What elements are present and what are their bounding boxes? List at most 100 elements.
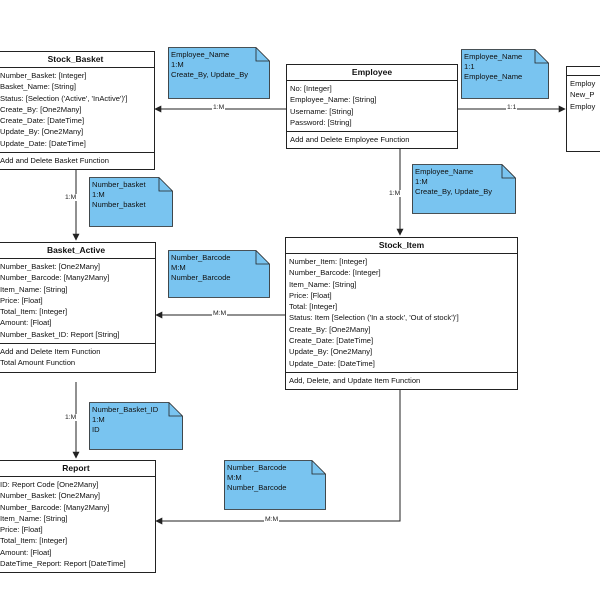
note-stockbasket-basketactive: Number_basket 1:M Number_basket bbox=[89, 177, 173, 227]
class-attributes: Number_Basket: [One2Many] Number_Barcode… bbox=[0, 259, 155, 345]
attribute: Price: [Float] bbox=[0, 525, 43, 535]
note-shape bbox=[412, 164, 516, 214]
edge-label-basketactive-report: 1:M bbox=[64, 414, 78, 421]
class-title: Basket_Active bbox=[0, 243, 155, 259]
note-line: Number_Barcode bbox=[227, 463, 287, 472]
attribute: Price: [Float] bbox=[289, 290, 332, 300]
note-shape bbox=[89, 402, 183, 450]
attribute: Employ bbox=[570, 79, 596, 88]
note-stockitem-basketactive: Number_Barcode M:M Number_Barcode bbox=[168, 250, 270, 298]
attribute: Number_Item: [Integer] bbox=[289, 257, 368, 266]
note-line: 1:1 bbox=[464, 62, 475, 71]
attribute: ID: Report Code [One2Many] bbox=[0, 480, 99, 489]
attribute: Update_By: [One2Many] bbox=[0, 127, 84, 137]
attribute: Create_By: [One2Many] bbox=[0, 104, 82, 114]
note-line: Employee_Name bbox=[415, 167, 474, 176]
note-shape bbox=[461, 49, 549, 99]
edge-label-stockitem-basketactive: M:M bbox=[212, 310, 228, 317]
note-line: Number_Basket_ID bbox=[92, 405, 159, 414]
attribute: Number_Barcode: [Integer] bbox=[289, 268, 381, 278]
edge-label-stockbasket-basketactive: 1:M bbox=[64, 194, 78, 201]
note-line: Employee_Name bbox=[171, 50, 230, 59]
attribute: Create_Date: [DateTime] bbox=[289, 336, 374, 346]
class-attributes: Employ New_P Employ bbox=[567, 76, 600, 114]
note-basketactive-report: Number_Basket_ID 1:M ID bbox=[89, 402, 183, 450]
class-title: Stock_Item bbox=[286, 238, 517, 254]
note-line: Create_By, Update_By bbox=[171, 70, 249, 79]
attribute: Amount: [Float] bbox=[0, 547, 52, 557]
attribute: Update_Date: [DateTime] bbox=[0, 138, 86, 148]
operation: Total Amount Function bbox=[0, 358, 76, 368]
operation: Add and Delete Basket Function bbox=[0, 156, 109, 166]
attribute: Basket_Name: [String] bbox=[0, 82, 76, 92]
class-operations: Add and Delete Item Function Total Amoun… bbox=[0, 344, 155, 372]
class-partial-right: Employ New_P Employ bbox=[566, 66, 600, 152]
note-shape bbox=[168, 250, 270, 298]
attribute: No: [Integer] bbox=[290, 84, 332, 93]
class-operations: Add and Delete Basket Function bbox=[0, 153, 154, 169]
attribute: Total: [Integer] bbox=[289, 302, 338, 312]
attribute: Employee_Name: [String] bbox=[290, 95, 377, 105]
class-employee: Employee No: [Integer] Employee_Name: [S… bbox=[286, 64, 458, 150]
edge-stockitem-report bbox=[155, 389, 401, 525]
edge-label-employee-stockbasket: 1:M bbox=[212, 104, 226, 111]
attribute: Status: [Selection ('Active', 'InActive'… bbox=[0, 93, 128, 103]
operation: Add and Delete Item Function bbox=[0, 347, 101, 357]
attribute: Number_Basket: [Integer] bbox=[0, 71, 87, 80]
note-line: Number_Barcode bbox=[171, 253, 231, 262]
note-line: Employee_Name bbox=[464, 72, 523, 81]
note-line: Number_Barcode bbox=[227, 483, 287, 492]
attribute: Status: Item [Selection ('In a stock', '… bbox=[289, 313, 459, 323]
attribute: Number_Barcode: [Many2Many] bbox=[0, 502, 110, 512]
note-line: M:M bbox=[227, 473, 242, 482]
class-operations: Add, Delete, and Update Item Function bbox=[286, 373, 517, 389]
attribute: Number_Basket_ID: Report [String] bbox=[0, 329, 120, 339]
attribute: Password: [String] bbox=[290, 117, 352, 127]
note-employee-right: Employee_Name 1:1 Employee_Name bbox=[461, 49, 549, 99]
attribute: Item_Name: [String] bbox=[289, 279, 357, 289]
class-attributes: Number_Basket: [Integer] Basket_Name: [S… bbox=[0, 68, 154, 154]
note-shape bbox=[89, 177, 173, 227]
edge-label-employee-stockitem: 1:M bbox=[388, 190, 402, 197]
note-shape bbox=[224, 460, 326, 510]
note-line: ID bbox=[92, 425, 100, 434]
class-report: Report ID: Report Code [One2Many] Number… bbox=[0, 460, 156, 574]
note-line: Create_By, Update_By bbox=[415, 187, 493, 196]
class-attributes: No: [Integer] Employee_Name: [String] Us… bbox=[287, 81, 457, 133]
class-title: Report bbox=[0, 461, 155, 477]
attribute: Number_Basket: [One2Many] bbox=[0, 262, 101, 271]
class-title: Stock_Basket bbox=[0, 52, 154, 68]
attribute: Total_Item: [Integer] bbox=[0, 307, 68, 317]
attribute: Number_Barcode: [Many2Many] bbox=[0, 273, 110, 283]
note-line: 1:M bbox=[92, 190, 105, 199]
class-stock-basket: Stock_Basket Number_Basket: [Integer] Ba… bbox=[0, 51, 155, 171]
note-line: M:M bbox=[171, 263, 186, 272]
attribute: DateTime_Report: Report [DateTime] bbox=[0, 559, 126, 569]
attribute: Amount: [Float] bbox=[0, 318, 52, 328]
operation: Add, Delete, and Update Item Function bbox=[289, 375, 421, 385]
attribute: Item_Name: [String] bbox=[0, 284, 68, 294]
note-line: Number_basket bbox=[92, 200, 146, 209]
attribute: New_P bbox=[570, 90, 595, 100]
note-line: Number_basket bbox=[92, 180, 146, 189]
attribute: Price: [Float] bbox=[0, 295, 43, 305]
class-attributes: Number_Item: [Integer] Number_Barcode: [… bbox=[286, 254, 517, 373]
note-shape bbox=[168, 47, 270, 99]
attribute: Create_Date: [DateTime] bbox=[0, 116, 85, 126]
note-employee-stockitem: Employee_Name 1:M Create_By, Update_By bbox=[412, 164, 516, 214]
note-employee-stockbasket: Employee_Name 1:M Create_By, Update_By bbox=[168, 47, 270, 99]
class-basket-active: Basket_Active Number_Basket: [One2Many] … bbox=[0, 242, 156, 373]
operation: Add and Delete Employee Function bbox=[290, 135, 410, 145]
note-line: 1:M bbox=[171, 60, 184, 69]
attribute: Update_Date: [DateTime] bbox=[289, 358, 375, 368]
attribute: Create_By: [One2Many] bbox=[289, 324, 371, 334]
note-line: Employee_Name bbox=[464, 52, 523, 61]
attribute: Total_Item: [Integer] bbox=[0, 536, 68, 546]
note-line: 1:M bbox=[415, 177, 428, 186]
edge-label-stockitem-report: M:M bbox=[264, 516, 280, 523]
attribute: Item_Name: [String] bbox=[0, 513, 68, 523]
note-stockitem-report: Number_Barcode M:M Number_Barcode bbox=[224, 460, 326, 510]
note-line: 1:M bbox=[92, 415, 105, 424]
class-stock-item: Stock_Item Number_Item: [Integer] Number… bbox=[285, 237, 518, 391]
attribute: Employ bbox=[570, 101, 596, 111]
